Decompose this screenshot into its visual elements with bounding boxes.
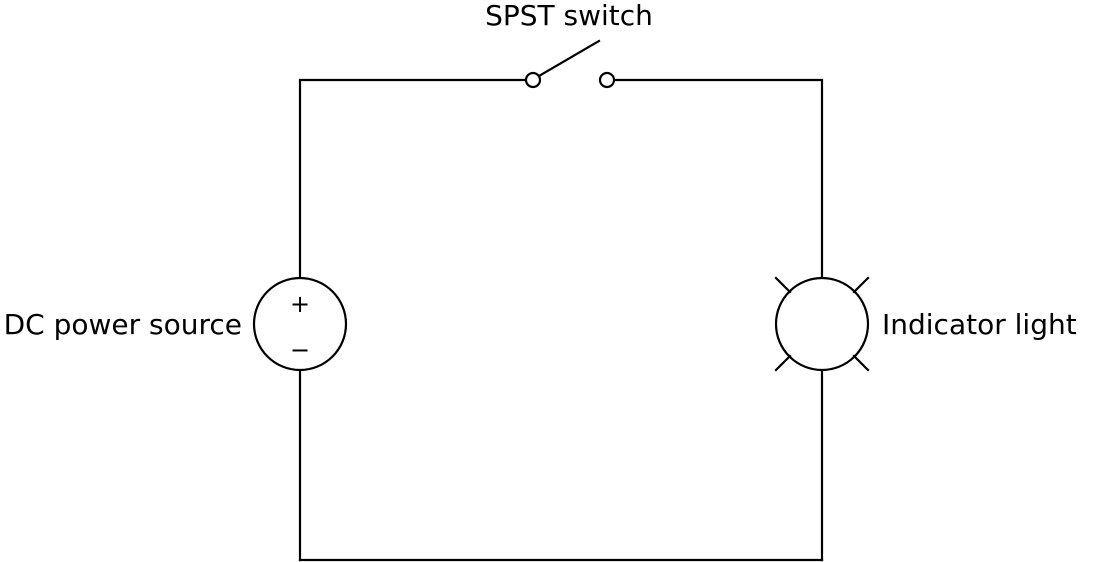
source-circle (252, 276, 348, 372)
wires (298, 78, 824, 562)
spst-switch (524, 39, 616, 89)
lamp-ray-top-right (852, 276, 870, 294)
switch-lever (537, 39, 601, 78)
lamp-ray-top-left (774, 276, 792, 294)
dc-power-source: + − (252, 276, 348, 372)
lamp-circle (774, 276, 870, 372)
switch-contact-left (524, 71, 542, 89)
source-negative-sign: − (290, 336, 310, 364)
switch-contact-right (598, 71, 616, 89)
lamp-ray-bottom-right (852, 354, 870, 372)
indicator-light (774, 276, 870, 372)
light-label: Indicator light (882, 308, 1077, 341)
lamp-ray-bottom-left (774, 354, 792, 372)
wire-top-left (298, 78, 528, 280)
source-label: DC power source (4, 308, 242, 341)
switch-label: SPST switch (485, 0, 653, 32)
wire-top-right (612, 78, 824, 280)
source-positive-sign: + (290, 290, 310, 318)
